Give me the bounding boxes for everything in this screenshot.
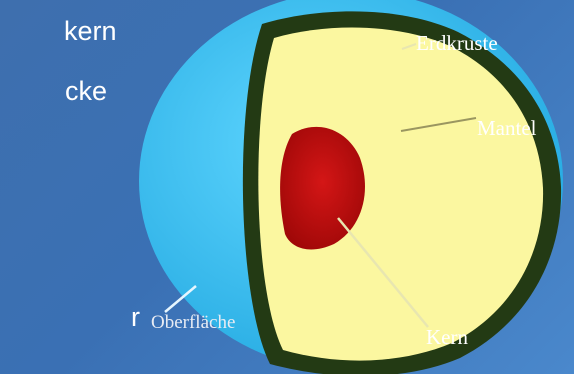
label-kern: Kern bbox=[426, 327, 468, 348]
label-erdkruste: Erdkruste bbox=[416, 33, 498, 54]
label-mantel: Mantel bbox=[477, 118, 536, 139]
label-oberflaeche: Oberfläche bbox=[151, 313, 235, 332]
